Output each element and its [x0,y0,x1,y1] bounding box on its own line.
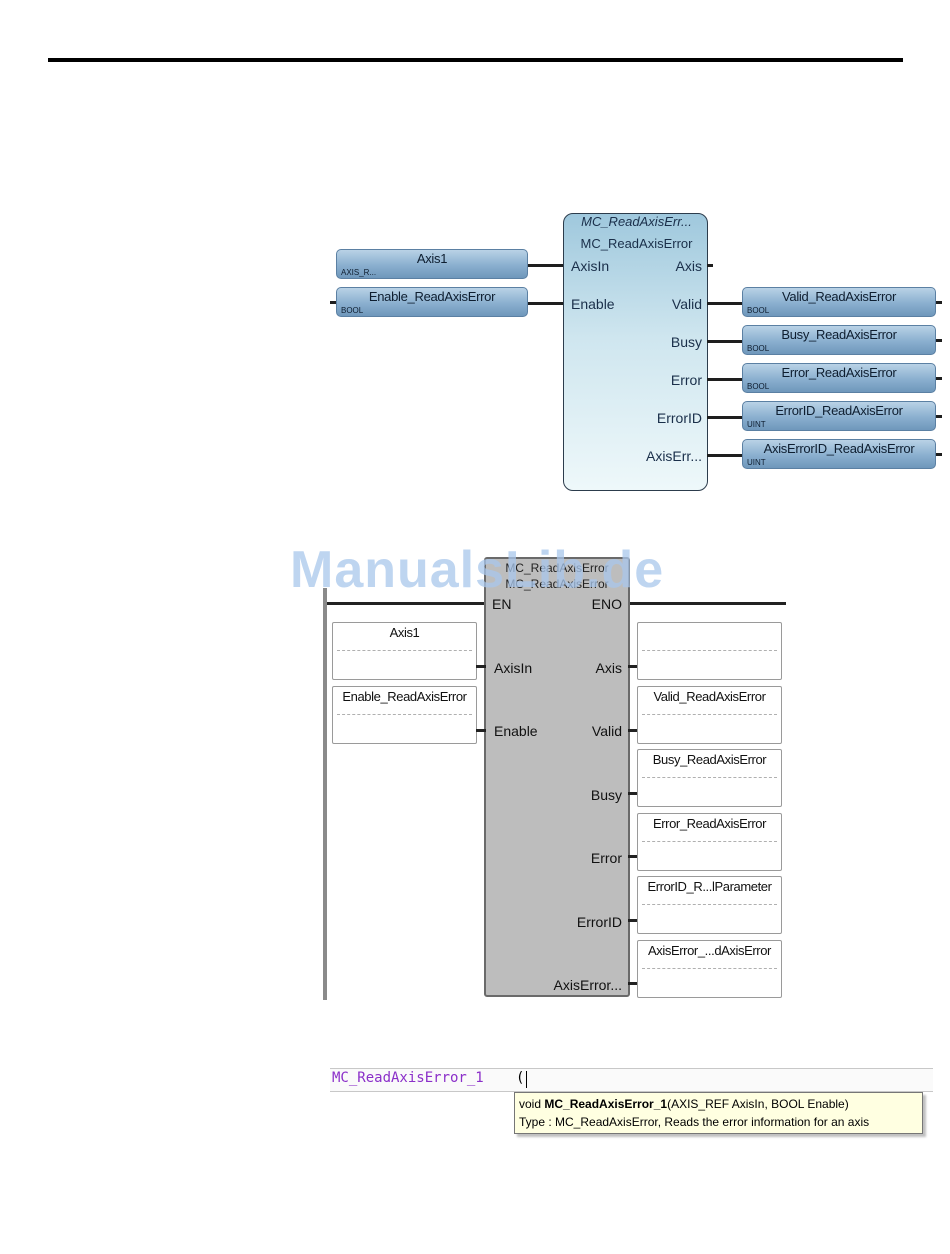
ld-output-var-error[interactable]: Error_ReadAxisError [637,813,782,871]
ld-output-var-busy[interactable]: Busy_ReadAxisError [637,749,782,807]
fbd-output-stub [936,301,942,304]
ld-wire-axiserror [628,982,638,985]
fbd-wire-axisin [528,264,564,267]
ld-wire-axis [628,665,638,668]
fbd-output-var-axiserrorid[interactable]: AxisErrorID_ReadAxisError UINT [742,439,936,469]
ld-wire-busy [628,792,638,795]
ld-pin-en: EN [492,596,512,612]
ld-block-instance-name: MC_ReadAxisError [505,561,609,575]
fbd-wire-busy [707,340,743,343]
fbd-wire-axiserr [707,454,743,457]
fbd-pin-valid: Valid [671,296,702,312]
page-header-rule [48,58,903,62]
ld-power-rail [323,588,327,1000]
ld-wire-en [327,602,485,605]
ld-pin-valid: Valid [591,723,622,739]
ld-pin-enable: Enable [494,723,538,739]
fbd-wire-valid [707,302,743,305]
ld-pin-busy: Busy [590,787,622,803]
fbd-input-stub [330,301,336,304]
text-caret [526,1071,527,1088]
fbd-pin-errorid: ErrorID [656,410,702,426]
ld-wire-errorid [628,919,638,922]
fbd-block-type-name: MC_ReadAxisError [580,236,693,251]
fbd-block-instance-name: MC_ReadAxisErr... [581,214,692,229]
autocomplete-tooltip: void MC_ReadAxisError_1(AXIS_REF AxisIn,… [514,1092,923,1134]
ld-wire-valid [628,729,638,732]
fbd-input-var-enable[interactable]: Enable_ReadAxisError BOOL [336,287,528,317]
fbd-output-var-valid[interactable]: Valid_ReadAxisError BOOL [742,287,936,317]
ld-input-var-axis1[interactable]: Axis1 [332,622,477,680]
st-editor-line[interactable] [330,1068,933,1092]
fbd-output-var-errorid[interactable]: ErrorID_ReadAxisError UINT [742,401,936,431]
ld-wire-error [628,855,638,858]
fbd-pin-busy: Busy [670,334,702,350]
fbd-output-stub [936,453,942,456]
ld-wire-enable [476,729,486,732]
fbd-pin-error: Error [670,372,702,388]
fbd-wire-errorid [707,416,743,419]
fbd-output-stub [936,339,942,342]
fbd-output-stub-axis [707,264,713,267]
ld-wire-eno [629,602,786,605]
ld-output-var-valid[interactable]: Valid_ReadAxisError [637,686,782,744]
ld-output-var-axiserror[interactable]: AxisError_...dAxisError [637,940,782,998]
ld-pin-eno: ENO [591,596,622,612]
fbd-pin-axisin: AxisIn [571,258,610,274]
ld-output-var-errorid[interactable]: ErrorID_R...lParameter [637,876,782,934]
fbd-pin-axis: Axis [675,258,702,274]
ld-pin-error: Error [590,850,622,866]
tooltip-signature: void MC_ReadAxisError_1(AXIS_REF AxisIn,… [519,1097,849,1111]
fbd-wire-enable [528,302,564,305]
fbd-input-var-axis1[interactable]: Axis1 AXIS_R... [336,249,528,279]
fbd-pin-axiserr: AxisErr... [645,448,702,464]
fbd-function-block[interactable]: MC_ReadAxisErr... MC_ReadAxisError AxisI… [563,213,708,491]
ld-pin-axis: Axis [595,660,622,676]
ld-block-type-name: MC_ReadAxisError [505,577,609,591]
fbd-pin-enable: Enable [571,296,615,312]
st-code-instance[interactable]: MC_ReadAxisError_1 [332,1070,484,1086]
st-code-paren: ( [516,1070,525,1086]
fbd-wire-error [707,378,743,381]
ld-pin-axiserror: AxisError... [553,977,622,993]
watermark: ManualsLib.de [290,541,665,599]
fbd-output-var-busy[interactable]: Busy_ReadAxisError BOOL [742,325,936,355]
ld-pin-errorid: ErrorID [576,914,622,930]
ld-pin-axisin: AxisIn [494,660,533,676]
fbd-output-stub [936,415,942,418]
fbd-output-var-error[interactable]: Error_ReadAxisError BOOL [742,363,936,393]
ld-output-var-axis[interactable] [637,622,782,680]
tooltip-type: Type : MC_ReadAxisError, Reads the error… [519,1115,870,1129]
fbd-output-stub [936,377,942,380]
ld-input-var-enable[interactable]: Enable_ReadAxisError [332,686,477,744]
ld-function-block[interactable]: MC_ReadAxisError MC_ReadAxisError EN ENO… [484,557,630,997]
ld-wire-axisin [476,665,486,668]
